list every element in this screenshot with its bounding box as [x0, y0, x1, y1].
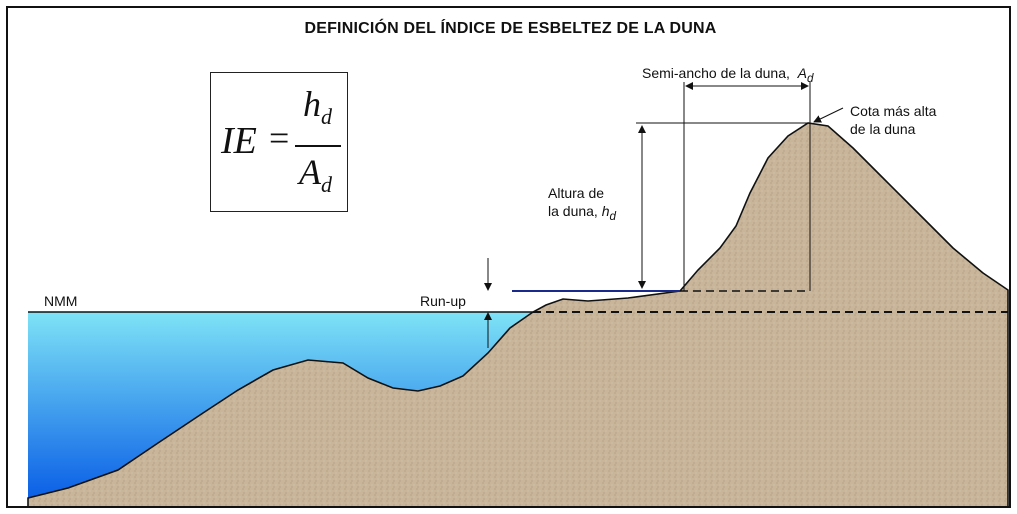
formula-equals: = — [269, 118, 290, 158]
crest-leader — [813, 107, 844, 123]
altura-label: Altura de la duna, hd — [548, 185, 616, 223]
nmm-label: NMM — [44, 293, 78, 309]
diagram-canvas — [27, 82, 1009, 506]
semi-ancho-label: Semi-ancho de la duna, Ad — [642, 65, 814, 85]
diagram-title: DEFINICIÓN DEL ÍNDICE DE ESBELTEZ DE LA … — [304, 20, 717, 37]
water-body — [28, 312, 533, 498]
runup-label: Run-up — [420, 293, 466, 309]
formula-fraction-bar — [295, 145, 341, 147]
formula-denominator: Ad — [299, 152, 332, 197]
formula-numerator: hd — [303, 84, 332, 129]
formula-lhs: IE — [221, 120, 257, 162]
sand-profile — [27, 122, 1009, 506]
cota-label: Cota más alta de la duna — [850, 103, 937, 137]
formula-box: IE = hd Ad — [210, 72, 348, 212]
diagram-frame: DEFINICIÓN DEL ÍNDICE DE ESBELTEZ DE LA … — [6, 6, 1011, 508]
